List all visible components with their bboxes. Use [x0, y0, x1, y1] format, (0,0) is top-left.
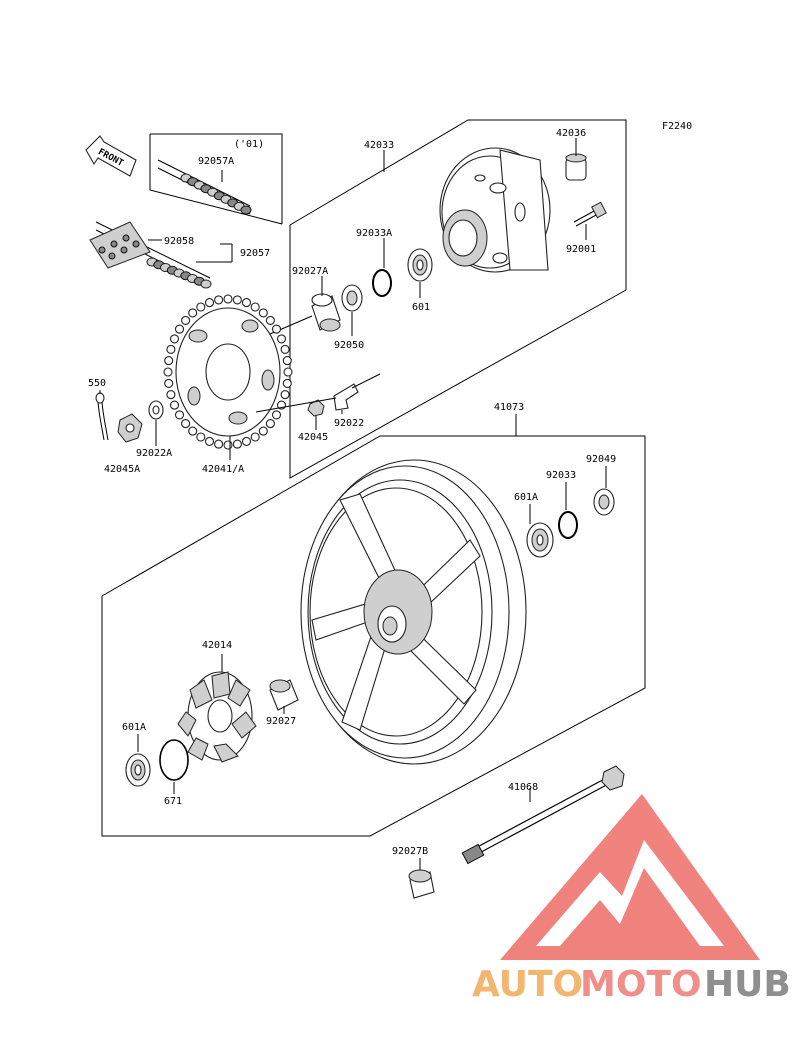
axle-41068 [461, 765, 625, 865]
seal-92050 [341, 284, 363, 312]
sprocket-hub-42033 [439, 147, 551, 273]
lock-plate-92022 [255, 373, 381, 413]
callout-92049: 92049 [586, 454, 616, 465]
year-note: ('01) [234, 139, 264, 150]
collar-92027A [311, 293, 341, 332]
callout-42041A: 42041/A [202, 464, 244, 475]
callout-42045: 42045 [298, 432, 328, 443]
callout-550: 550 [88, 378, 106, 389]
leader-lines [99, 138, 607, 870]
callout-92057: 92057 [240, 248, 270, 259]
bolt-92001 [573, 201, 607, 227]
logo-auto: AUTO [472, 964, 583, 1005]
callout-601: 601 [412, 302, 430, 313]
washer-92022A [148, 400, 164, 420]
wheel-assembly-frame [101, 435, 646, 837]
hub-damper-42014 [177, 671, 257, 763]
collar-42036 [565, 153, 587, 181]
callout-92033A: 92033A [356, 228, 392, 239]
callout-41073: 41073 [494, 402, 524, 413]
callout-92027B: 92027B [392, 846, 428, 857]
callout-92022: 92022 [334, 418, 364, 429]
callout-42014: 42014 [202, 640, 232, 651]
callout-92027: 92027 [266, 716, 296, 727]
diagram-code: F2240 [662, 121, 692, 132]
logo-moto: MOTO [580, 964, 702, 1005]
automotohub-logo: AUTO MOTO HUB [472, 794, 791, 1005]
chain-option-box: ('01) [149, 133, 283, 225]
cotter-pin-550 [95, 392, 109, 441]
circlip-92033 [558, 511, 578, 539]
callout-671: 671 [164, 796, 182, 807]
front-arrow-icon: FRONT [85, 135, 137, 177]
chain-92057 [89, 221, 212, 289]
collar-92027B [408, 869, 435, 899]
circlip-92033A [372, 269, 392, 297]
callout-601A-right: 601A [514, 492, 538, 503]
bearing-601A-left [125, 753, 151, 787]
logo-hub: HUB [704, 964, 791, 1005]
chain-92057A [157, 159, 252, 215]
seal-92049 [593, 488, 615, 516]
callout-92058: 92058 [164, 236, 194, 247]
callout-92027A: 92027A [292, 266, 328, 277]
bearing-601A-right [526, 522, 554, 558]
callout-92050: 92050 [334, 340, 364, 351]
callout-92001: 92001 [566, 244, 596, 255]
castle-nut-42045A [117, 413, 143, 443]
hub-assembly-frame [289, 119, 627, 479]
callout-41068: 41068 [508, 782, 538, 793]
callout-labels: 42033 42036 92001 92033A 601 92027A 9205… [88, 128, 616, 857]
callout-92057A: 92057A [198, 156, 234, 167]
callout-42045A: 42045A [104, 464, 140, 475]
o-ring-671 [159, 739, 189, 781]
collar-92027 [269, 679, 299, 711]
callout-92022A: 92022A [136, 448, 172, 459]
callout-42033: 42033 [364, 140, 394, 151]
rear-wheel-41073 [300, 459, 527, 765]
bearing-601 [407, 248, 433, 282]
callout-42036: 42036 [556, 128, 586, 139]
callout-92033: 92033 [546, 470, 576, 481]
rear-sprocket-42041 [163, 294, 293, 450]
nut-42045 [307, 399, 325, 417]
callout-601A-left: 601A [122, 722, 146, 733]
